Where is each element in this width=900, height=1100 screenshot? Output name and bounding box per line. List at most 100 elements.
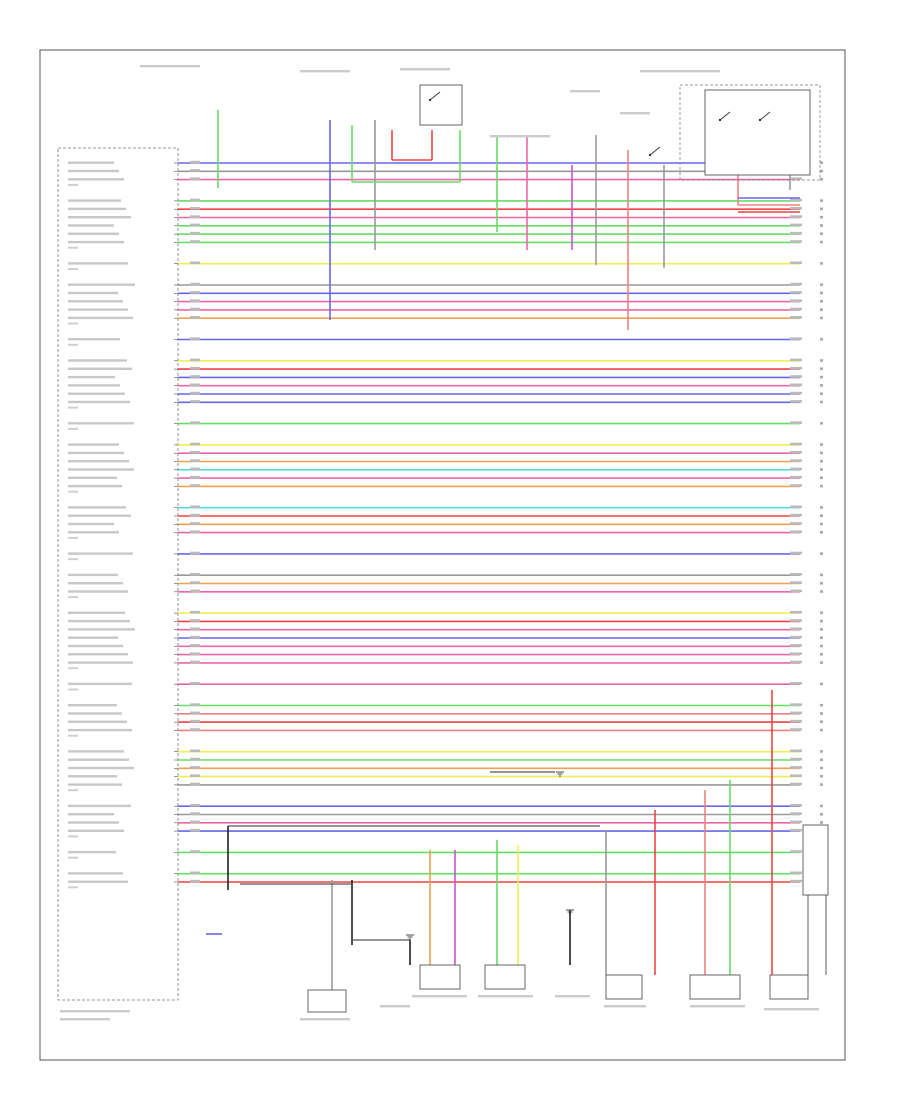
wire-code-mark [190, 581, 200, 584]
wire-code-mark [190, 400, 200, 403]
connector-pin-mark [820, 283, 823, 286]
connector-pin-mark [820, 506, 823, 509]
connector-pin-mark [820, 161, 823, 164]
wire-code-mark [190, 282, 200, 286]
connector-id-mark [68, 835, 78, 838]
wire-code-mark [190, 774, 200, 777]
connector-id-mark [68, 343, 78, 346]
wire-code-mark [790, 505, 802, 509]
wire-code-mark [190, 660, 200, 664]
switch-symbol [759, 111, 771, 121]
connector-pin-mark [820, 224, 823, 227]
connector-id-mark [68, 856, 78, 859]
ground-symbol [566, 909, 574, 915]
wire-code-mark [190, 513, 200, 517]
switch-pivot [428, 98, 432, 102]
wire-code-mark [190, 522, 200, 525]
wire-code-mark [790, 223, 802, 227]
pin-label-mark [68, 728, 132, 732]
connector-pin-mark [820, 337, 823, 341]
component-box [419, 964, 461, 990]
connector-id-mark [68, 268, 78, 270]
connector-pin-mark [820, 783, 823, 786]
pin-label-mark [68, 506, 126, 509]
connector-pin-mark [820, 804, 823, 808]
connector-pin-mark [820, 636, 823, 639]
switch-symbol [649, 146, 661, 156]
pin-label-mark [68, 804, 131, 808]
wire-code-mark [790, 421, 802, 424]
wire-code-mark [190, 828, 200, 832]
pin-label-mark [68, 758, 129, 761]
pin-label-mark [68, 422, 134, 425]
wire-code-mark [790, 573, 802, 576]
connector-id-mark [68, 596, 78, 599]
connector-pin-mark [820, 199, 823, 202]
wire-code-mark [790, 719, 802, 723]
wire-code-mark [190, 644, 200, 647]
connector-pin-mark [820, 611, 823, 615]
pin-label-mark [68, 644, 123, 648]
wire-code-mark [190, 223, 200, 227]
wire-code-mark [190, 375, 200, 378]
wire-code-mark [190, 682, 200, 685]
wire-code-mark [190, 160, 200, 164]
wire-code-mark [190, 719, 200, 723]
pin-label-mark [68, 531, 119, 534]
wire-code-mark [790, 635, 802, 639]
component-label-mark [490, 135, 550, 138]
pin-label-mark [68, 611, 125, 614]
connector-pin-mark [820, 728, 823, 732]
connector-pin-mark [820, 514, 823, 517]
pin-label-mark [68, 829, 124, 832]
connector-id-mark [68, 667, 78, 670]
wire-code-mark [790, 513, 802, 517]
wire-code-mark [790, 316, 802, 319]
wire-code-mark [190, 766, 200, 769]
connector-pin-mark [820, 384, 823, 387]
pin-label-mark [68, 821, 119, 824]
pin-label-mark [68, 169, 119, 173]
connector-pin-mark [820, 552, 823, 555]
connector-pin-mark [820, 178, 823, 181]
wire-code-mark [190, 757, 200, 761]
connector-pin-mark [820, 573, 823, 577]
switch-pivot [758, 118, 762, 122]
pin-label-mark [68, 590, 128, 593]
component-label-mark [690, 1005, 745, 1008]
wire-code-mark [190, 820, 200, 824]
ground-symbol [406, 934, 414, 940]
wire-code-mark [190, 484, 200, 487]
pin-label-mark [68, 400, 130, 404]
component-label-mark [478, 995, 533, 998]
pin-label-mark [68, 813, 114, 816]
pin-label-mark [68, 367, 132, 370]
pin-label-mark [68, 552, 133, 555]
wire-code-mark [190, 573, 200, 576]
pin-label-mark [68, 783, 122, 786]
component-label-mark [60, 1018, 110, 1021]
connector-pin-mark [820, 644, 823, 648]
pin-label-mark [68, 704, 117, 707]
connector-pin-mark [820, 619, 823, 623]
wire-code-mark [790, 749, 802, 753]
wire-code-mark [790, 240, 802, 243]
wire-code-mark [790, 307, 802, 311]
wire-code-mark [190, 421, 200, 424]
component-box [484, 964, 526, 990]
wire-code-mark [190, 215, 200, 218]
wire-code-mark [190, 652, 200, 655]
wire-code-mark [790, 451, 802, 454]
component-label-mark [620, 112, 650, 115]
connector-pin-mark [820, 812, 823, 816]
pin-label-mark [68, 484, 122, 488]
pin-label-mark [68, 850, 116, 854]
pin-label-mark [68, 573, 118, 577]
component-label-mark [604, 1005, 646, 1008]
connector-pin-mark [820, 240, 823, 244]
connector-pin-mark [820, 653, 823, 656]
connector-pin-mark [820, 459, 823, 463]
wire-code-mark [190, 169, 200, 172]
pin-label-mark [68, 316, 133, 320]
